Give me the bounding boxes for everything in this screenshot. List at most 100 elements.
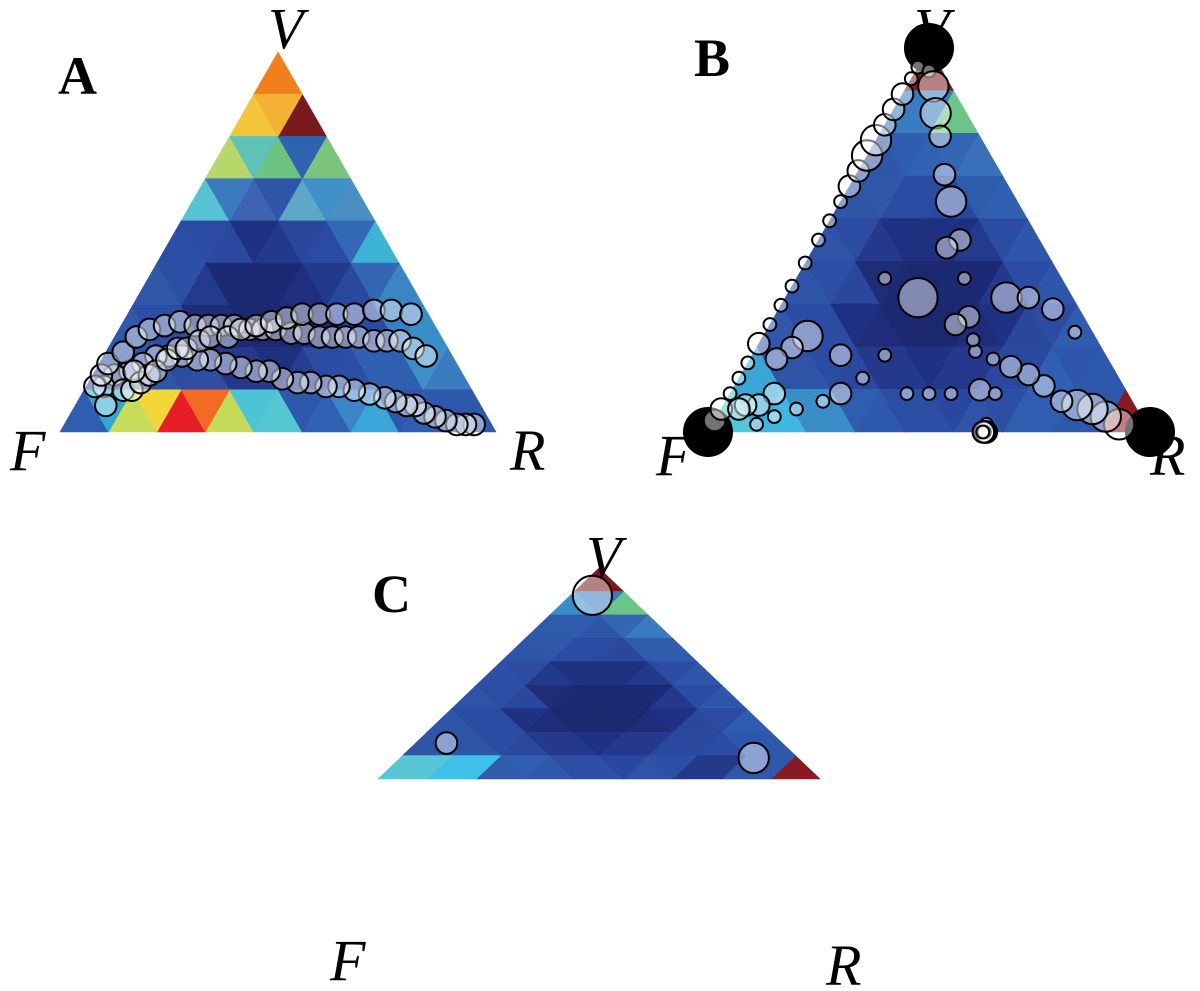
panel-b-point — [999, 354, 1023, 379]
panel-b-vertex-f: F — [655, 423, 692, 488]
panel-a-point — [298, 370, 323, 395]
panel-c: C V F R — [329, 524, 861, 991]
panel-a-cell-down — [253, 262, 303, 306]
panel-b-vertex-v: V — [914, 0, 956, 61]
panel-a-cell-down — [301, 347, 352, 391]
panel-b-point — [990, 281, 1023, 314]
panel-a-point — [403, 393, 428, 418]
panel-a-cell-down — [325, 389, 376, 433]
panel-a-cell-down — [301, 262, 352, 306]
panel-a-cell-down — [374, 305, 424, 349]
panel-c-cell-down — [524, 684, 576, 710]
panel-a-cell-down — [229, 389, 279, 433]
panel-a-cell-down — [156, 262, 206, 306]
panel-c-cell-down — [524, 731, 576, 756]
panel-b-point — [934, 185, 968, 218]
panel-b-point — [921, 386, 937, 402]
panel-b-point — [731, 370, 747, 386]
panel-a-point — [257, 359, 282, 384]
panel-a-cell-down — [350, 347, 400, 391]
panel-a-cell-down — [253, 178, 303, 222]
panel-a-label: A — [58, 46, 97, 106]
panel-a-points — [83, 298, 487, 437]
panel-a-cell-down — [204, 262, 255, 306]
panel-b-cell-down — [928, 133, 979, 177]
panel-b-point — [968, 378, 992, 402]
panel-a-point — [270, 367, 295, 391]
panel-a-point — [462, 412, 487, 437]
panel-b-point — [957, 305, 981, 329]
panel-c-cell-down — [475, 684, 527, 710]
panel-c-vertex-f: F — [329, 928, 366, 991]
panel-b-point — [1041, 297, 1065, 321]
panel-b-point — [934, 235, 959, 260]
panel-b-point — [773, 297, 789, 313]
panel-a-point — [111, 340, 135, 365]
panel-c-cell-down — [573, 731, 625, 756]
panel-b-cell-down — [1051, 346, 1102, 390]
panel-b-cell-down — [1026, 303, 1077, 348]
panel-c-cell-down — [549, 614, 600, 639]
panel-b-point — [1060, 388, 1094, 422]
panel-b-point — [859, 124, 893, 157]
panel-b-point — [850, 139, 884, 172]
panel-b-point — [899, 386, 915, 402]
panel-b-cell-down — [830, 389, 881, 433]
panel-b-point — [897, 277, 939, 319]
panel-b-point — [702, 408, 727, 433]
panel-b-point — [985, 351, 1001, 367]
panel-b-cell-down — [879, 389, 930, 433]
panel-a-point — [89, 363, 114, 387]
panel-b-cell-down — [977, 303, 1028, 348]
panel-c-cell-down — [500, 708, 551, 733]
panel-a-point — [399, 302, 423, 327]
panel-a-cell-down — [229, 220, 279, 264]
panel-c-cell-down — [573, 684, 625, 710]
panel-b-point — [709, 397, 734, 421]
panel-b-cell-down — [879, 303, 930, 348]
panel-c-cell-down — [549, 708, 600, 733]
panel-a-point — [388, 329, 412, 353]
panel-b-point — [965, 332, 981, 348]
panel-a-point — [165, 336, 190, 361]
panel-c-points — [434, 574, 770, 775]
panel-b-cell-down — [1002, 261, 1053, 305]
panel-a-cell-down — [277, 136, 327, 180]
panel-b-point — [722, 386, 738, 402]
panel-a-point — [307, 325, 332, 349]
panel-b-point — [943, 312, 968, 337]
panel-b-point — [877, 347, 893, 363]
panel-b-point — [766, 409, 782, 425]
panel-c-cell-down — [549, 755, 600, 780]
panel-b-label: B — [694, 28, 730, 88]
panel-b-point — [762, 317, 778, 332]
panel-a-point — [216, 325, 240, 349]
panel-c-vertex-r: R — [825, 933, 861, 991]
panel-a-point — [362, 329, 386, 353]
panel-c-cell-down — [745, 755, 797, 780]
panel-b-point — [740, 355, 756, 371]
panel-b-point — [811, 232, 826, 248]
panel-b-point — [733, 393, 758, 417]
panel-a: A V F R — [9, 0, 545, 483]
panel-b-cell-down — [903, 346, 955, 390]
panel-c-cell-down — [622, 731, 674, 756]
panel-c-cell-down — [598, 708, 649, 733]
panel-c-cell-down — [622, 684, 674, 710]
panel-c-cell-down — [696, 755, 748, 780]
panel-a-point — [401, 336, 426, 361]
panel-a-point — [333, 325, 358, 349]
panel-b-points — [683, 23, 1175, 457]
panel-b-point — [890, 82, 915, 106]
panel-a-point — [327, 374, 351, 399]
panel-a-point — [379, 298, 404, 323]
panel-c-point — [434, 731, 459, 755]
panel-a-point — [174, 336, 199, 361]
panel-b-cell-down — [977, 218, 1028, 262]
panel-c-cell-down — [671, 684, 723, 710]
panel-a-cell-down — [229, 136, 279, 180]
panel-c-cell-down — [598, 661, 649, 686]
panel-c-cell-down — [647, 755, 698, 780]
panel-a-point — [362, 298, 386, 323]
panel-b-cell-down — [879, 133, 930, 177]
